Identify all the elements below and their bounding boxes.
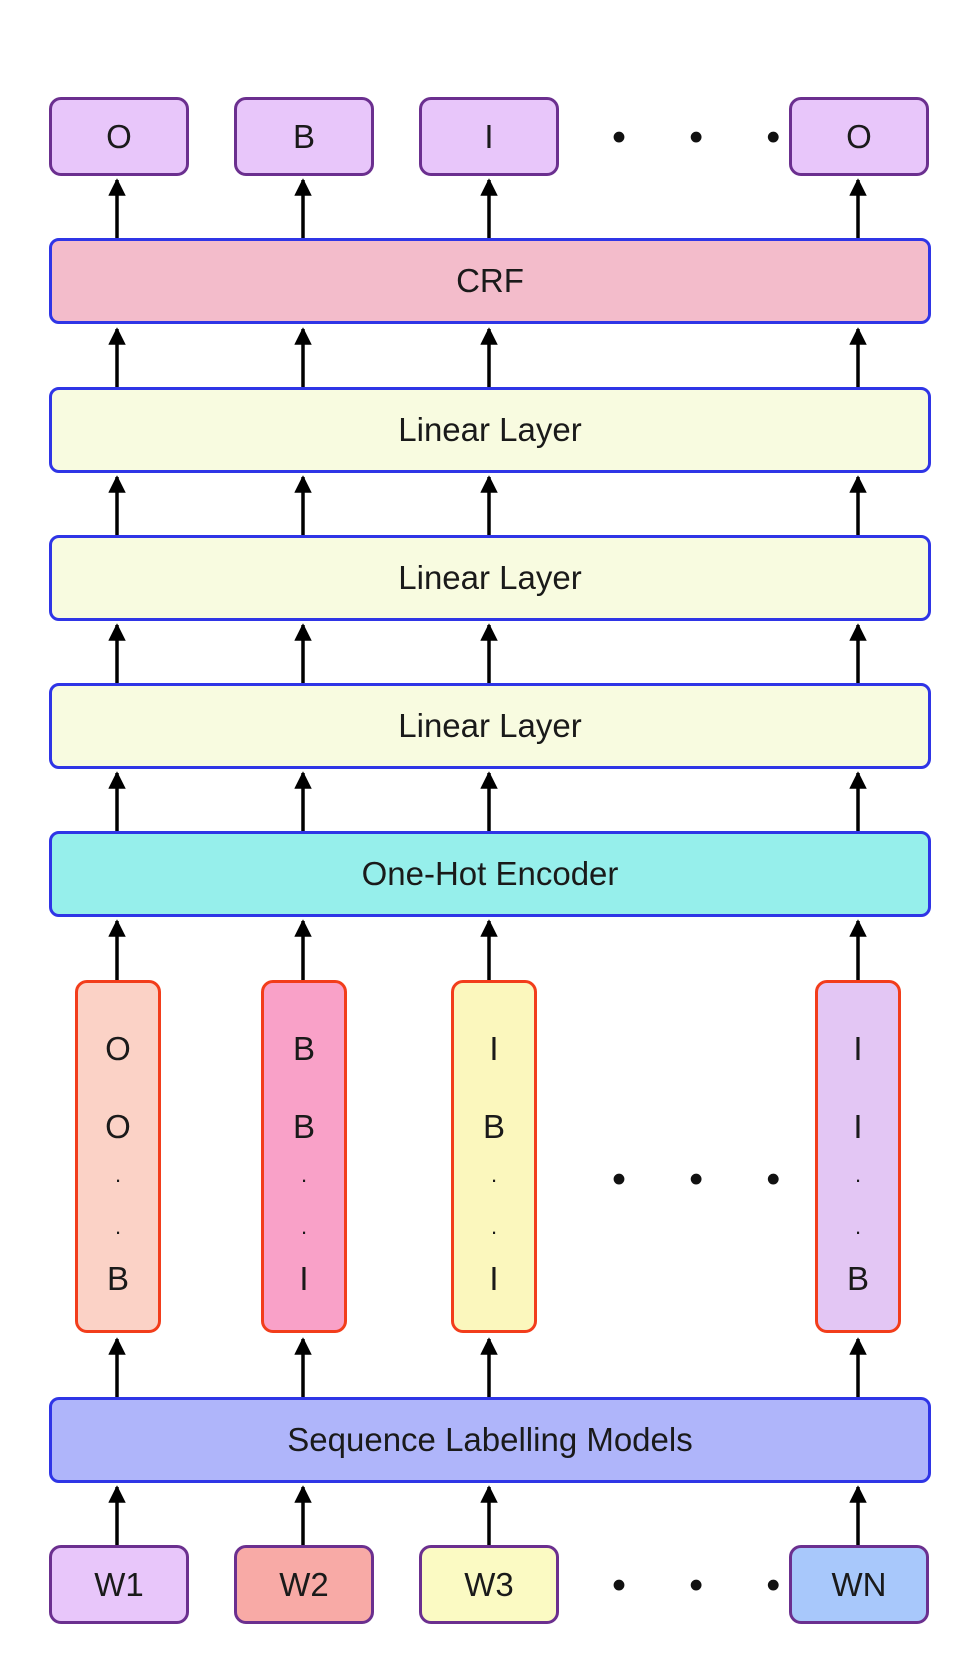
column-top-label: O	[105, 1030, 131, 1067]
crf-layer: CRF	[49, 238, 931, 324]
word-2: W2	[234, 1545, 374, 1624]
column-dot: .	[854, 1162, 862, 1187]
column-dot: .	[114, 1214, 122, 1239]
sequence-labelling-models: Sequence Labelling Models	[49, 1397, 931, 1483]
column-top-label: I	[489, 1030, 499, 1067]
linear-layer-2: Linear Layer	[49, 535, 931, 621]
tag-column-2: B B . . I	[261, 980, 347, 1333]
column-dot: .	[490, 1214, 498, 1239]
column-mid-label: I	[853, 1108, 863, 1145]
column-dot: .	[114, 1162, 122, 1187]
column-ellipsis: • • •	[612, 1157, 807, 1202]
tag-column-1: O O . . B	[75, 980, 161, 1333]
linear-layer-3: Linear Layer	[49, 683, 931, 769]
column-bottom-label: I	[489, 1260, 499, 1297]
word-ellipsis: • • •	[612, 1563, 807, 1608]
tag-column-3: I B . . I	[451, 980, 537, 1333]
output-tag-n: O	[789, 97, 929, 176]
one-hot-encoder: One-Hot Encoder	[49, 831, 931, 917]
output-tag-2: B	[234, 97, 374, 176]
word-3: W3	[419, 1545, 559, 1624]
column-top-label: I	[853, 1030, 863, 1067]
column-mid-label: O	[105, 1108, 131, 1145]
column-dot: .	[854, 1214, 862, 1239]
tag-column-n: I I . . B	[815, 980, 901, 1333]
column-mid-label: B	[482, 1108, 505, 1145]
column-mid-label: B	[292, 1108, 315, 1145]
column-dot: .	[300, 1162, 308, 1187]
word-1: W1	[49, 1545, 189, 1624]
column-bottom-label: B	[106, 1260, 129, 1297]
output-tag-1: O	[49, 97, 189, 176]
column-bottom-label: I	[299, 1260, 309, 1297]
linear-layer-1: Linear Layer	[49, 387, 931, 473]
word-n: WN	[789, 1545, 929, 1624]
column-bottom-label: B	[846, 1260, 869, 1297]
column-top-label: B	[292, 1030, 315, 1067]
column-dot: .	[490, 1162, 498, 1187]
column-dot: .	[300, 1214, 308, 1239]
output-ellipsis: • • •	[612, 115, 807, 160]
output-tag-3: I	[419, 97, 559, 176]
